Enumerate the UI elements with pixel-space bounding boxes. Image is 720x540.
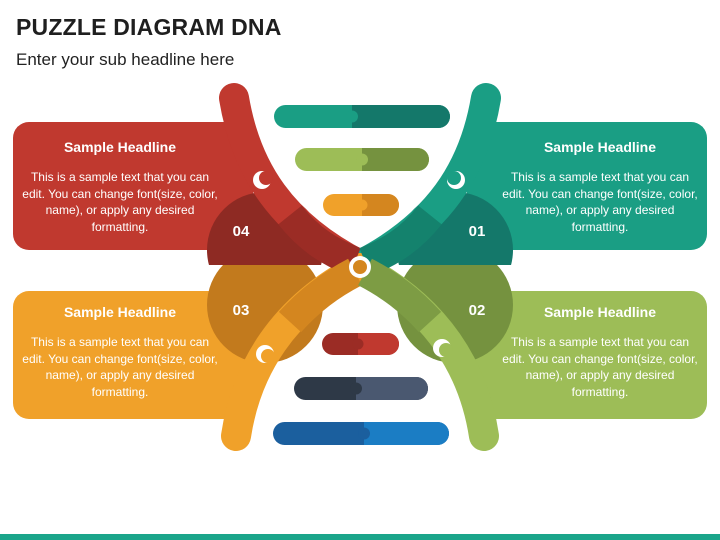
page-title: PUZZLE DIAGRAM DNA xyxy=(16,14,282,40)
box-01-content: Sample Headline This is a sample text th… xyxy=(500,139,700,235)
box-03-number: 03 xyxy=(232,302,250,319)
puzzle-knob xyxy=(447,171,461,185)
rung-4 xyxy=(322,333,399,355)
box-02-content: Sample Headline This is a sample text th… xyxy=(500,304,700,400)
bottom-accent-bar xyxy=(0,534,720,540)
strand-orange-dark xyxy=(278,258,363,333)
page-subtitle: Enter your sub headline here xyxy=(16,50,235,69)
box-02-headline: Sample Headline xyxy=(543,304,657,320)
puzzle-knob xyxy=(439,343,453,357)
strand-green-dark xyxy=(357,258,442,333)
rung-3 xyxy=(323,194,399,216)
box-03-headline: Sample Headline xyxy=(63,304,177,320)
shadow-circle-03 xyxy=(207,265,323,363)
rung-5 xyxy=(294,377,428,400)
box-02-number: 02 xyxy=(468,302,486,319)
rung-1 xyxy=(274,105,450,128)
box-02-background xyxy=(467,291,707,419)
box-01-background xyxy=(467,122,707,250)
box-03-background xyxy=(13,291,253,419)
box-01-body: This is a sample text that you can edit.… xyxy=(502,170,698,234)
box-01-number: 01 xyxy=(468,223,486,240)
puzzle-knob xyxy=(259,171,273,185)
box-04-background xyxy=(13,122,253,250)
box-04-content: Sample Headline This is a sample text th… xyxy=(20,139,220,235)
box-04-headline: Sample Headline xyxy=(63,139,177,155)
box-03-content: Sample Headline This is a sample text th… xyxy=(20,304,220,400)
rung-6 xyxy=(273,422,449,445)
rung-2 xyxy=(295,148,429,171)
box-04-body: This is a sample text that you can edit.… xyxy=(22,170,218,234)
box-02-body: This is a sample text that you can edit.… xyxy=(502,335,698,399)
puzzle-knob-center xyxy=(353,260,367,274)
puzzle-knob xyxy=(261,349,275,363)
box-01-headline: Sample Headline xyxy=(543,139,657,155)
shadow-circle-02 xyxy=(397,265,513,363)
box-03-body: This is a sample text that you can edit.… xyxy=(22,335,218,399)
box-04-number: 04 xyxy=(232,223,250,240)
